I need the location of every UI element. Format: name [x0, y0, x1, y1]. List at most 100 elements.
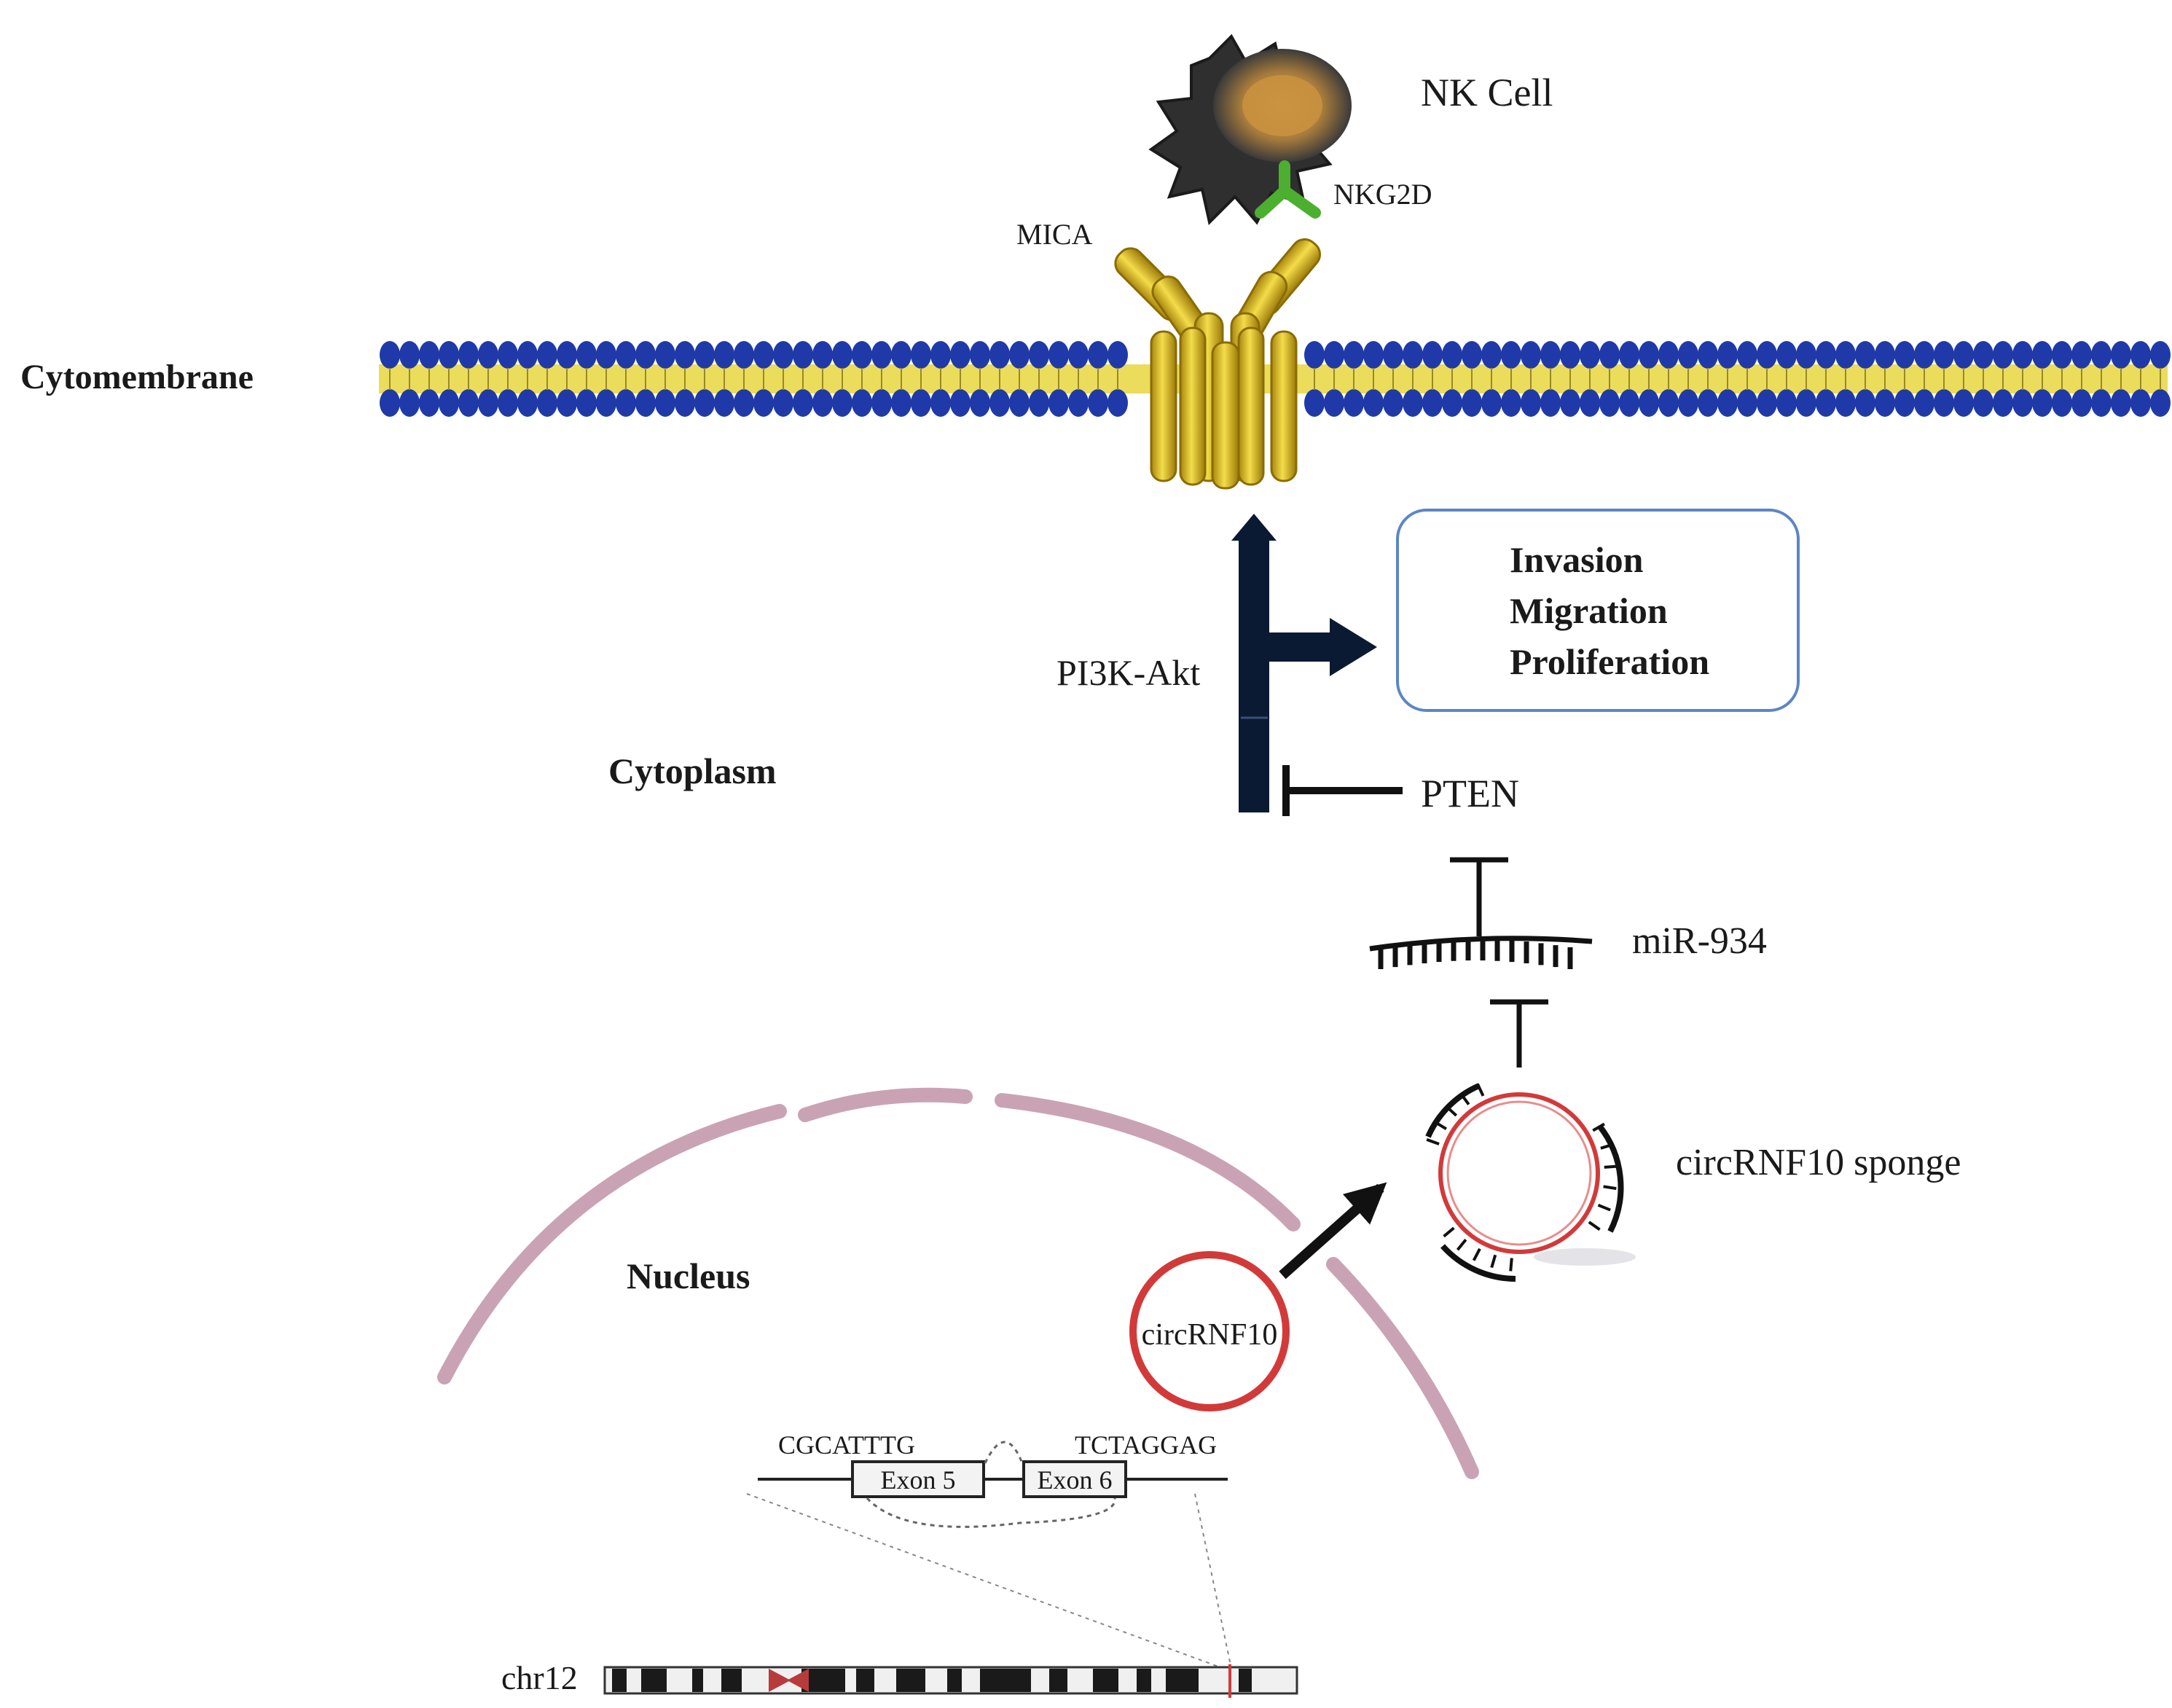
lipid-head [1422, 341, 1443, 369]
lipid-head [1776, 389, 1797, 417]
lipid-head [675, 389, 695, 417]
lipid-head [1757, 389, 1777, 417]
lipid-head [734, 341, 754, 369]
lipid-head [1442, 341, 1462, 369]
lipid-head [891, 389, 911, 417]
lipid-head [399, 389, 420, 417]
lipid-head [1835, 389, 1856, 417]
pten-label: PTEN [1421, 772, 1519, 815]
lipid-head [989, 389, 1010, 417]
cytoplasm-label: Cytoplasm [608, 751, 777, 791]
lipid-head [1698, 341, 1718, 369]
lipid-head [1048, 389, 1069, 417]
lipid-head [2111, 341, 2131, 369]
lipid-head [1088, 341, 1108, 369]
lipid-head [911, 341, 931, 369]
lipid-head [1521, 389, 1541, 417]
lipid-head [2111, 389, 2131, 417]
lipid-head [1658, 341, 1679, 369]
lipid-head [1540, 341, 1561, 369]
lipid-head [1894, 341, 1915, 369]
lipid-head [1816, 341, 1836, 369]
lipid-head [380, 341, 400, 369]
circrnf10-sponge-label: circRNF10 sponge [1676, 1142, 1961, 1183]
lipid-head [655, 389, 675, 417]
lipid-head [537, 389, 557, 417]
lipid-head [1580, 389, 1600, 417]
lipid-head [1717, 389, 1738, 417]
lipid-head [1383, 341, 1403, 369]
sequence-left: CGCATTTG [778, 1430, 915, 1460]
lipid-head [1501, 389, 1521, 417]
lipid-head [596, 341, 616, 369]
lipid-head [773, 389, 793, 417]
lipid-head [1383, 389, 1403, 417]
lipid-head [1698, 389, 1718, 417]
lipid-head [635, 389, 656, 417]
lipid-head [1599, 341, 1620, 369]
outcome-invasion: Invasion [1510, 539, 1644, 580]
lipid-head [1304, 341, 1325, 369]
lipid-head [419, 341, 439, 369]
mir934-inhibits-pten [1450, 857, 1508, 936]
lipid-head [1855, 341, 1875, 369]
lipid-head [1521, 341, 1541, 369]
lipid-head [2032, 341, 2053, 369]
lipid-head [1993, 341, 2013, 369]
gene-structure [746, 1441, 1232, 1669]
outcomes-box [1396, 509, 1800, 712]
lipid-head [1737, 341, 1757, 369]
lipid-head [1107, 341, 1128, 369]
lipid-head [635, 341, 656, 369]
lipid-head [1540, 389, 1561, 417]
lipid-head [753, 341, 774, 369]
lipid-head [576, 341, 597, 369]
lipid-head [930, 389, 951, 417]
lipid-head [1403, 389, 1423, 417]
lipid-head [1796, 341, 1816, 369]
lipid-head [1344, 341, 1364, 369]
outcome-migration: Migration [1510, 590, 1668, 631]
lipid-head [2091, 389, 2112, 417]
lipid-head [1796, 389, 1816, 417]
lipid-head [596, 389, 616, 417]
lipid-head [911, 389, 931, 417]
lipid-head [852, 389, 872, 417]
pten-inhibition [1282, 765, 1403, 816]
mir934-strand [1369, 936, 1593, 969]
lipid-head [1973, 341, 1993, 369]
lipid-head [1757, 341, 1777, 369]
lipid-head [714, 341, 734, 369]
lipid-head [2091, 341, 2112, 369]
lipid-head [1953, 389, 1974, 417]
lipid-head [1068, 389, 1089, 417]
lipid-head [2130, 341, 2151, 369]
lipid-head [832, 389, 852, 417]
lipid-head [1068, 341, 1089, 369]
lipid-head [616, 389, 636, 417]
lipid-head [1894, 389, 1915, 417]
exon5-label: Exon 5 [881, 1465, 956, 1494]
lipid-head [478, 389, 498, 417]
lipid-head [576, 389, 597, 417]
lipid-head [675, 341, 695, 369]
lipid-head [1619, 389, 1639, 417]
lipid-head [1048, 341, 1069, 369]
mir934-label: miR-934 [1632, 920, 1767, 962]
lipid-head [1953, 341, 1974, 369]
lipid-head [616, 341, 636, 369]
lipid-head [2052, 389, 2072, 417]
nkg2d-receptor [1255, 160, 1321, 219]
lipid-head [2012, 341, 2033, 369]
lipid-head [439, 389, 459, 417]
lipid-head [1481, 341, 1502, 369]
lipid-head [2150, 341, 2171, 369]
lipid-head [1324, 389, 1344, 417]
nk-cell [1148, 34, 1352, 225]
lipid-head [1029, 389, 1049, 417]
lipid-head [1678, 389, 1698, 417]
lipid-head [950, 389, 971, 417]
lipid-head [1029, 341, 1049, 369]
lipid-head [989, 341, 1010, 369]
